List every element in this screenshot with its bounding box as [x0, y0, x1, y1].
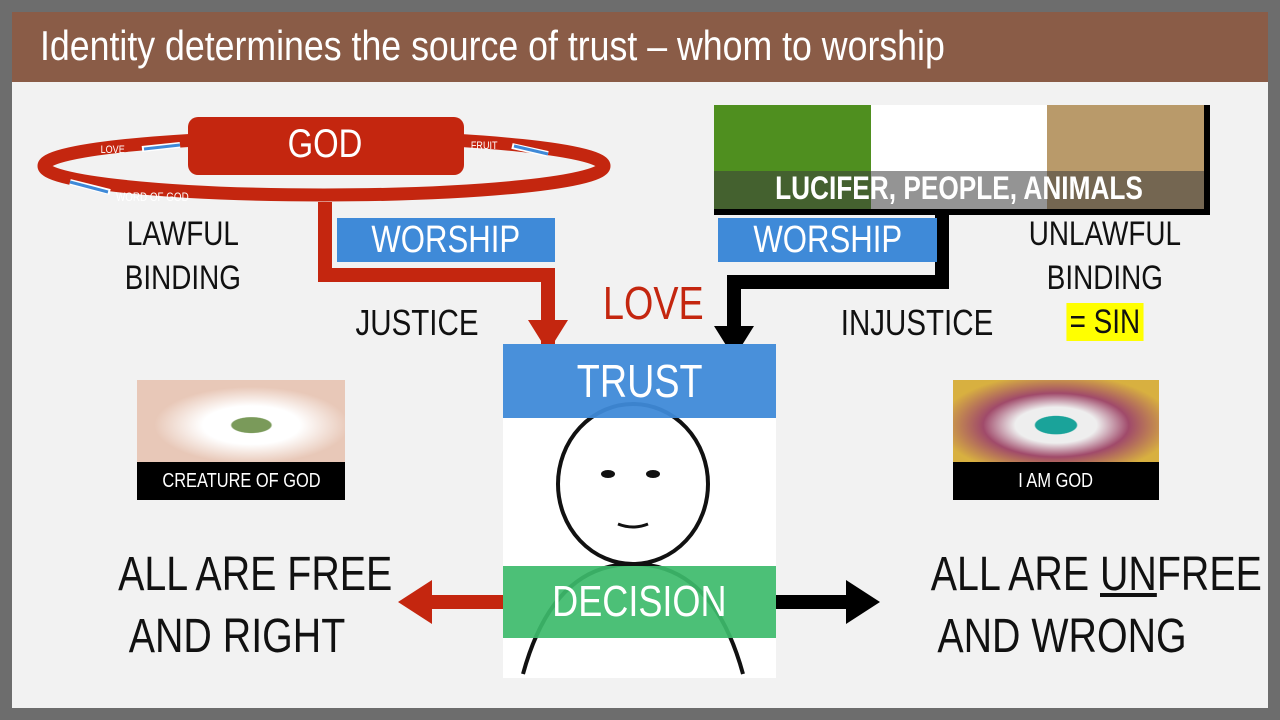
ring-love-label: LOVE — [100, 144, 125, 156]
love-label: LOVE — [603, 277, 704, 329]
lawful-binding-label: LAWFUL BINDING — [125, 212, 241, 300]
god-box — [188, 117, 464, 175]
trust-label: TRUST — [576, 355, 703, 407]
lawful-line: LAWFUL — [126, 215, 239, 253]
result-line2: AND WRONG — [937, 610, 1187, 663]
creature-caption-label: CREATURE OF GOD — [161, 469, 321, 492]
injustice-label: INJUSTICE — [840, 302, 994, 343]
banner-label: LUCIFER, PEOPLE, ANIMALS — [775, 170, 1143, 206]
worship-right-label: WORSHIP — [753, 218, 902, 261]
ring-fruit-label: FRUIT — [470, 140, 498, 152]
title-bar: Identity determines the source of trust … — [12, 12, 1268, 82]
unlawful-binding-label: UNLAWFUL BINDING = SIN — [1029, 212, 1181, 344]
decision-label: DECISION — [552, 577, 727, 626]
unlawful-line: UNLAWFUL — [1028, 215, 1182, 253]
i-am-god-caption-label: I AM GOD — [1018, 469, 1094, 492]
worship-left-label: WORSHIP — [371, 218, 521, 261]
i-am-god-caption: I AM GOD — [953, 462, 1159, 500]
result-un: UN — [1100, 548, 1157, 601]
worship-left-box: WORSHIP — [337, 218, 555, 262]
slide-title: Identity determines the source of trust … — [40, 22, 945, 69]
justice-label: JUSTICE — [355, 302, 479, 343]
binding-line: BINDING — [1046, 259, 1163, 297]
lucifer-people-animals-image: LUCIFER, PEOPLE, ANIMALS — [714, 105, 1210, 215]
i-am-god-eye-image — [953, 380, 1159, 462]
slide: Identity determines the source of trust … — [12, 12, 1268, 708]
black-arrowhead-1 — [714, 326, 754, 358]
creature-eye-image — [137, 380, 345, 462]
result-line2: AND RIGHT — [128, 610, 346, 663]
ring-word-label: WORD OF GOD — [115, 190, 189, 204]
free-right-result: ALL ARE FREE AND RIGHT — [118, 544, 393, 668]
decision-box: DECISION — [503, 566, 776, 638]
trust-box: TRUST — [503, 344, 776, 418]
binding-line: BINDING — [124, 259, 241, 297]
result-post: FREE — [1156, 548, 1262, 601]
unfree-wrong-result: ALL ARE UNFREE AND WRONG — [930, 544, 1262, 668]
red-arrowhead-left — [398, 580, 432, 624]
god-label: GOD — [287, 122, 363, 166]
creature-caption: CREATURE OF GOD — [137, 462, 345, 500]
black-arrowhead-right — [846, 580, 880, 624]
red-arrowhead-1 — [528, 320, 568, 352]
result-line1: ALL ARE FREE — [118, 548, 393, 601]
worship-right-box: WORSHIP — [718, 218, 937, 262]
result-pre: ALL ARE — [930, 548, 1101, 601]
sin-highlight: = SIN — [1066, 303, 1144, 341]
